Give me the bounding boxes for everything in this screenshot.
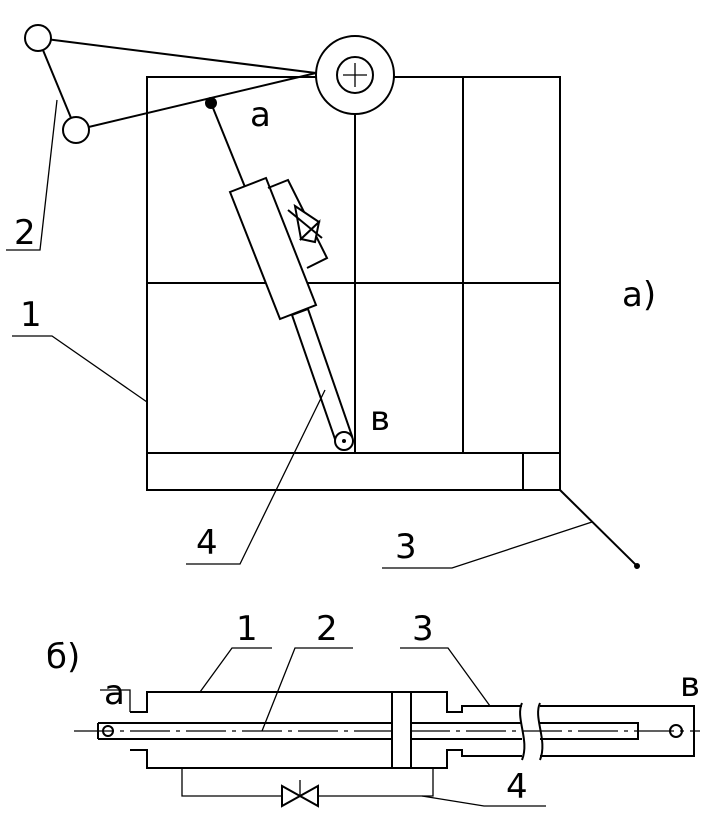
label-1-a: 1	[20, 295, 42, 335]
pivot-inner-circle	[336, 56, 374, 94]
rod-extension-inner	[540, 722, 639, 740]
label-4-b: 4	[506, 767, 528, 807]
valve-symbol-b	[298, 219, 321, 244]
cylinder-bottom-right	[411, 749, 522, 769]
leader-3-b	[400, 647, 491, 707]
cylinder-top-left	[130, 691, 392, 713]
valve-stem	[287, 209, 323, 239]
leader-3	[382, 521, 593, 569]
point-b-label-b: в	[680, 665, 700, 705]
label-1-b: 1	[236, 609, 258, 649]
valve-symbol-left	[281, 784, 303, 808]
leader-2	[6, 99, 58, 251]
label-3-b: 3	[412, 609, 434, 649]
rod-end-eye-center	[342, 439, 346, 443]
valve-symbol-right	[297, 784, 319, 808]
lever-end-circle-top	[24, 24, 52, 52]
rod-left-eye	[102, 725, 114, 737]
bracket-diagonal-end	[634, 563, 640, 569]
leader-a-b	[100, 689, 131, 712]
label-3-a: 3	[395, 527, 417, 567]
piston-rod	[290, 307, 354, 444]
point-b-label-a: в	[370, 399, 390, 439]
lever-end-circle-bottom	[62, 116, 90, 144]
figure-a: 2 1 4 3 а в а)	[6, 24, 656, 569]
lever-link	[37, 37, 77, 131]
rod-extension-outline	[540, 705, 695, 757]
rod-a-to-cylinder	[210, 102, 248, 193]
figure-b: б) 1 2 3 4 а в	[46, 609, 700, 808]
lever-arm-lower	[75, 72, 317, 131]
panel-label-a: а)	[622, 275, 656, 315]
label-2-a: 2	[14, 213, 36, 253]
point-a-label-b: а	[104, 673, 125, 713]
lever-arm-upper	[37, 37, 317, 74]
cylinder-top-right	[411, 691, 522, 713]
bypass-pipe-left	[181, 768, 282, 797]
leader-4-b	[421, 795, 546, 807]
leader-1	[12, 335, 148, 403]
cylinder-body	[228, 176, 318, 321]
leader-4	[186, 389, 326, 565]
cylinder-bottom-left	[130, 749, 392, 769]
break-line-right	[537, 702, 544, 761]
rod-right-eye	[669, 724, 683, 738]
break-line-left	[519, 702, 526, 761]
bypass-pipe-right	[318, 768, 434, 797]
piston	[391, 691, 412, 769]
label-2-b: 2	[316, 609, 338, 649]
leader-1-b	[199, 647, 272, 693]
panel-label-b: б)	[46, 637, 80, 677]
leader-2-b	[261, 647, 353, 732]
point-a-label-a: а	[250, 95, 271, 135]
bracket-diagonal	[559, 489, 638, 567]
label-4-a: 4	[196, 523, 218, 563]
